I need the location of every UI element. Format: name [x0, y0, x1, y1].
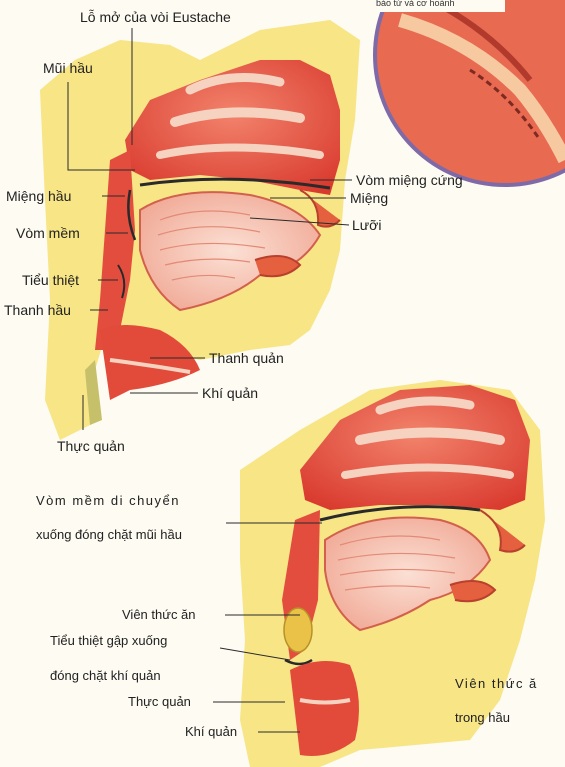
label-tongue: Lưỡi — [352, 217, 381, 233]
label-larynx: Thanh quản — [209, 350, 284, 366]
bottom-head-section — [240, 380, 545, 767]
label-soft-palate-moves-line1: Vòm mềm di chuyển — [36, 493, 180, 509]
label-laryngopharynx: Thanh hầu — [4, 302, 71, 318]
label-epiglottis-folds-line1: Tiểu thiệt gập xuống — [50, 633, 167, 649]
label-hard-palate: Vòm miệng cứng — [356, 172, 463, 188]
label-trachea: Khí quản — [202, 385, 258, 401]
inset-caption: bào tử và cơ hoành — [376, 0, 454, 8]
label-esophagus-bottom: Thực quản — [128, 694, 191, 710]
label-epiglottis: Tiểu thiệt — [22, 272, 79, 288]
label-food-bolus: Viên thức ăn — [122, 607, 196, 623]
top-head-section — [40, 20, 360, 440]
label-soft-palate: Vòm mềm — [16, 225, 80, 241]
label-soft-palate-moves-line2: xuống đóng chặt mũi hầu — [36, 527, 182, 543]
inset-circle — [370, 0, 565, 185]
label-nasopharynx: Mũi hầu — [43, 60, 93, 76]
label-eustachian-opening: Lỗ mở của vòi Eustache — [80, 9, 231, 25]
label-mouth: Miệng — [350, 190, 388, 206]
label-bolus-in-pharynx-line1: Viên thức ă — [455, 676, 538, 692]
label-esophagus: Thực quản — [57, 438, 125, 454]
label-bolus-in-pharynx-line2: trong hầu — [455, 710, 510, 726]
label-oropharynx: Miệng hầu — [6, 188, 71, 204]
label-trachea-bottom: Khí quản — [185, 724, 237, 740]
label-epiglottis-folds-line2: đóng chặt khí quản — [50, 668, 161, 684]
